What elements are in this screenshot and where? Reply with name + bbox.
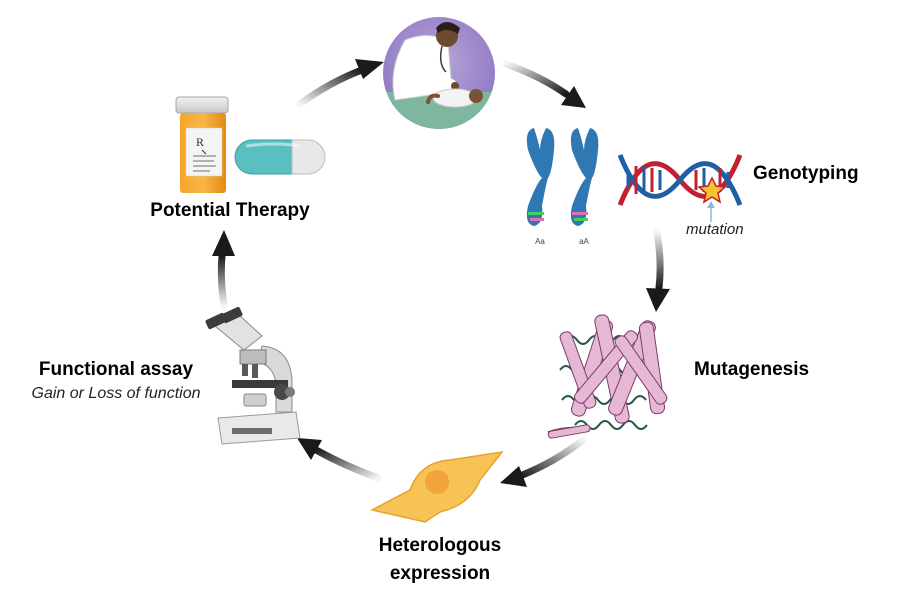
allele-label-right: aA (579, 237, 589, 246)
allele-label-left: Aa (535, 237, 545, 246)
chromosome-right (570, 128, 599, 226)
label-expression-line1: Heterologous (378, 535, 502, 556)
protein-structure (547, 314, 668, 439)
arrow-genotyping-to-mutagenesis (646, 228, 670, 312)
label-potential-therapy: Potential Therapy (150, 200, 310, 221)
label-genotyping: Genotyping (753, 163, 859, 184)
pill-bottle-icon: R (175, 96, 229, 193)
microscope-illustration (205, 306, 301, 445)
mutation-star-icon (697, 176, 727, 204)
cell-illustration (369, 450, 504, 523)
clinic-illustration (383, 17, 495, 129)
arrow-therapy-to-clinic (296, 59, 384, 108)
label-heterologous-expression: Heterologous expression (340, 534, 540, 586)
dna-helix (617, 154, 743, 222)
arrow-assay-to-therapy (212, 230, 235, 309)
label-gain-loss: Gain or Loss of function (31, 385, 201, 402)
capsule-icon (234, 139, 326, 175)
arrow-expression-to-assay (297, 438, 382, 482)
arrow-mutagenesis-to-expression (500, 436, 587, 487)
label-expression-line2: expression (389, 563, 491, 584)
label-mutagenesis: Mutagenesis (694, 359, 810, 380)
label-mutation: mutation (686, 221, 744, 238)
arrow-clinic-to-genotyping (502, 60, 586, 108)
rx-symbol: R (196, 135, 204, 149)
label-functional-assay: Functional assay (38, 359, 194, 380)
chromosome-pair: Aa aA (526, 128, 599, 246)
chromosome-left (526, 128, 555, 226)
cycle-arrows (212, 59, 670, 487)
